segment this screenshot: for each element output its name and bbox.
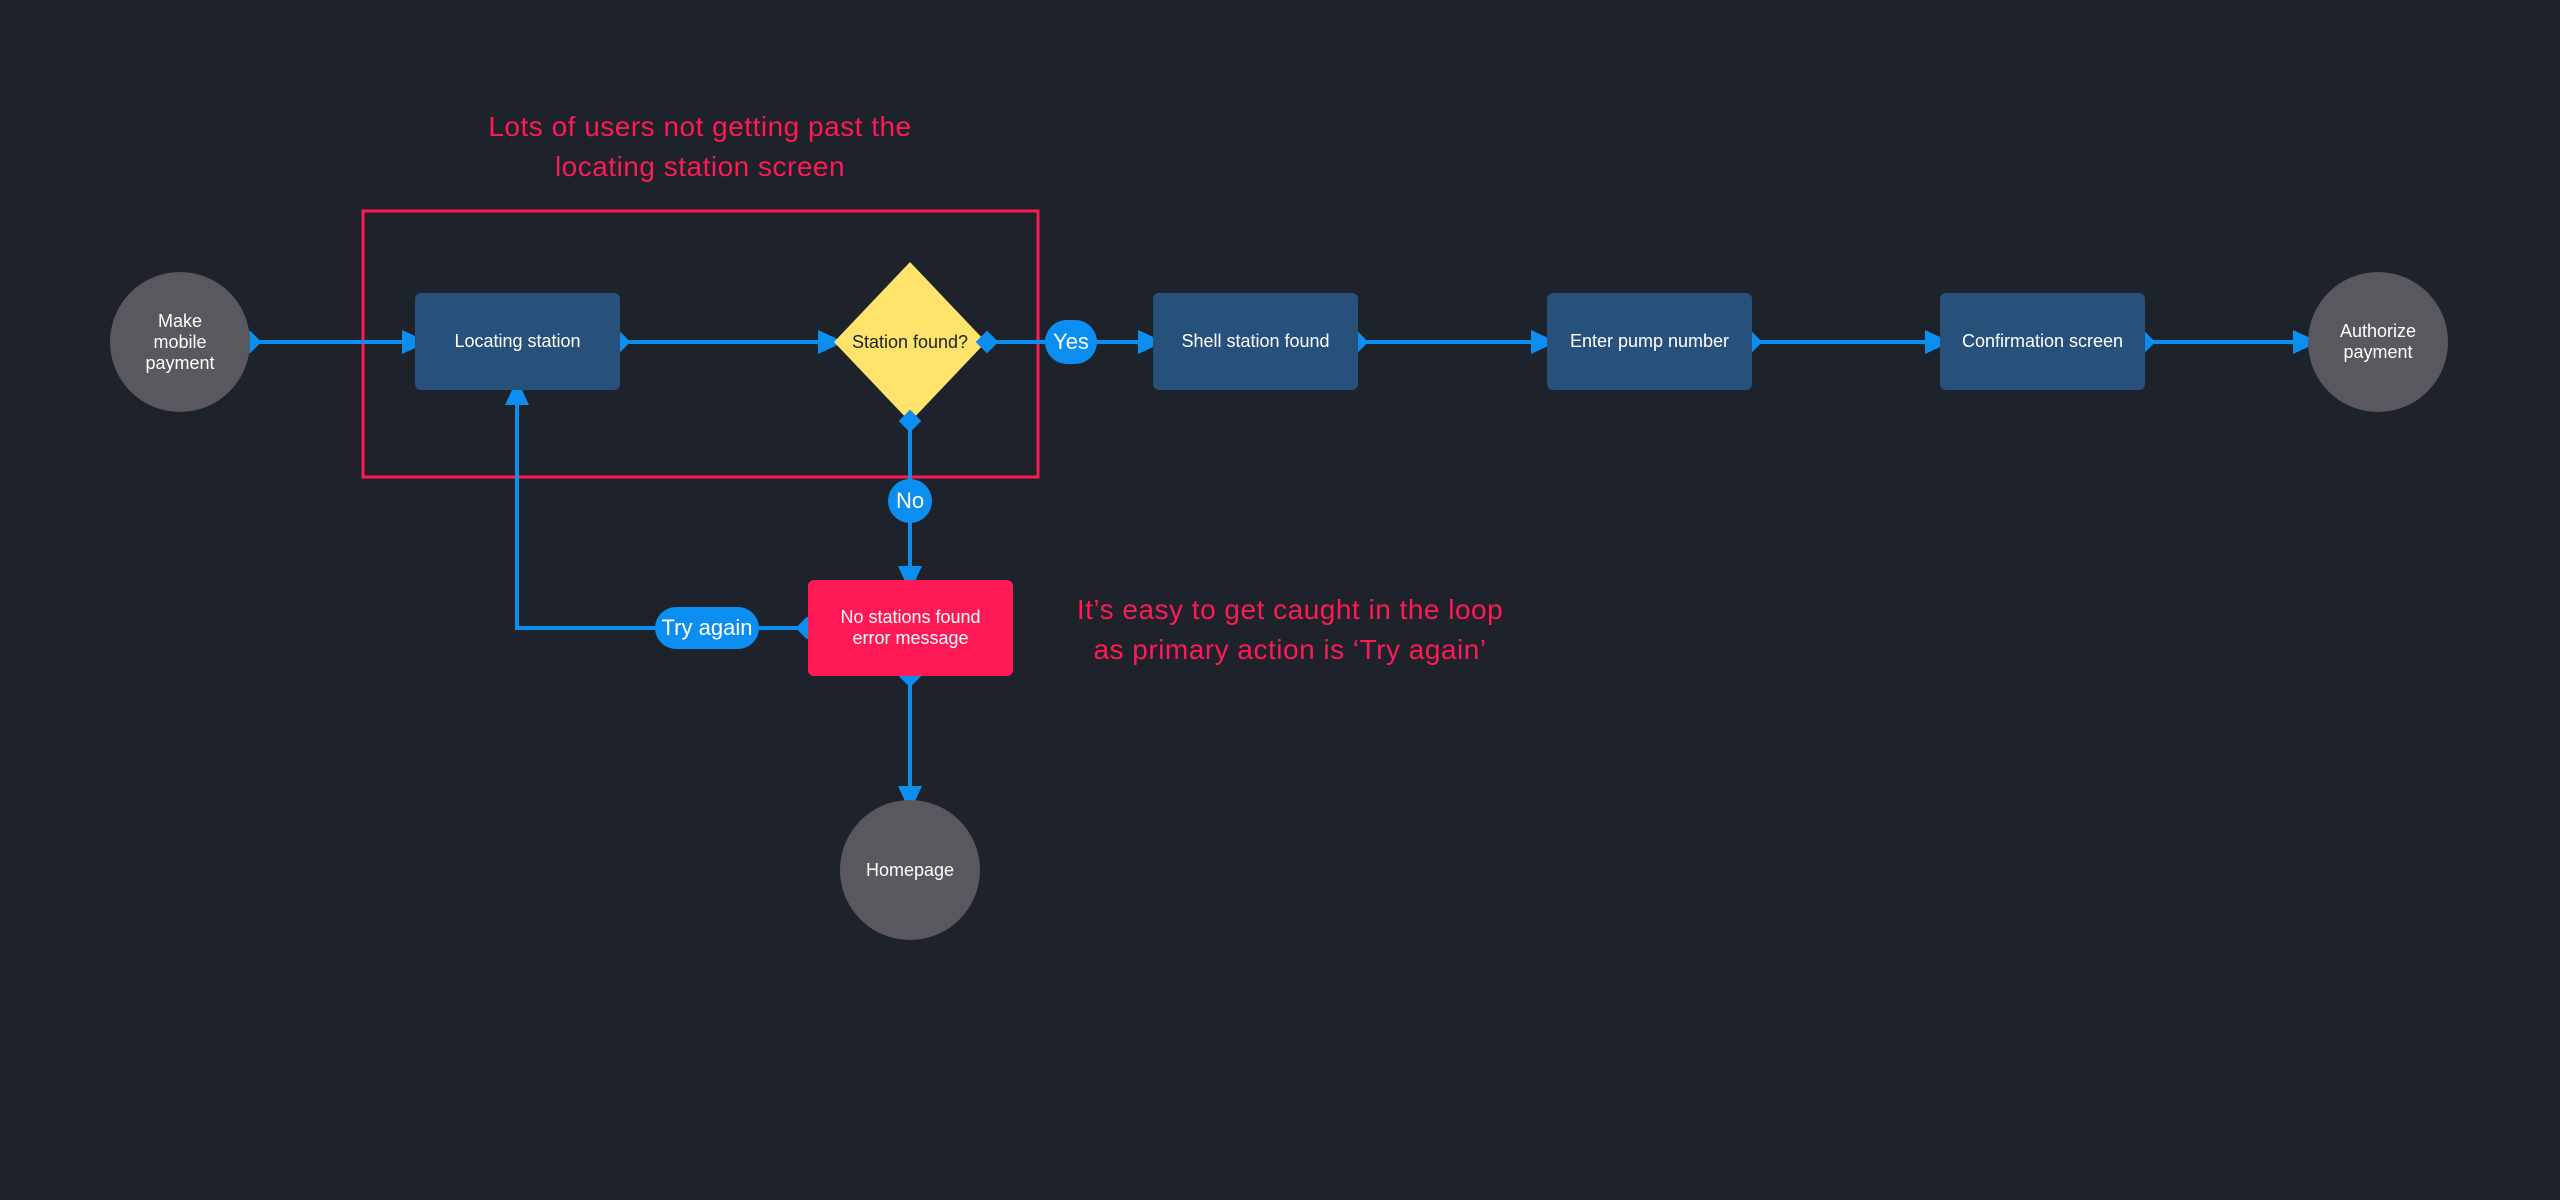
try-again-label: Try again	[655, 607, 759, 649]
port-decision-right	[975, 330, 999, 354]
arrowhead-confirmation	[1925, 330, 1951, 354]
yes-label: Yes	[1045, 320, 1097, 364]
annotation-top: Lots of users not getting past the locat…	[488, 111, 912, 182]
arrowhead-decision	[818, 330, 844, 354]
arrowhead-authorize	[2293, 330, 2319, 354]
authorize-payment-node[interactable]: Authorize payment	[2308, 272, 2448, 412]
homepage-node[interactable]: Homepage	[840, 800, 980, 940]
no-label: No	[888, 479, 932, 523]
connector-error-to-locating	[515, 388, 808, 630]
shell-station-found-node[interactable]: Shell station found	[1153, 293, 1358, 390]
arrowhead-pump	[1531, 330, 1557, 354]
error-message-node[interactable]: No stations found error message	[808, 580, 1013, 676]
decision-node-shape[interactable]	[834, 262, 986, 422]
arrowhead-error	[898, 566, 922, 592]
arrowhead-loop-locating	[505, 379, 529, 405]
start-node[interactable]: Make mobile payment	[110, 272, 250, 412]
arrowhead-shell	[1138, 330, 1164, 354]
decision-node-label: Station found?	[851, 332, 969, 352]
port-decision-bottom	[898, 409, 922, 433]
annotation-right: It’s easy to get caught in the loop as p…	[1076, 594, 1504, 665]
confirmation-screen-node[interactable]: Confirmation screen	[1940, 293, 2145, 390]
arrowhead-homepage	[898, 786, 922, 812]
locating-station-node[interactable]: Locating station	[415, 293, 620, 390]
enter-pump-number-node[interactable]: Enter pump number	[1547, 293, 1752, 390]
